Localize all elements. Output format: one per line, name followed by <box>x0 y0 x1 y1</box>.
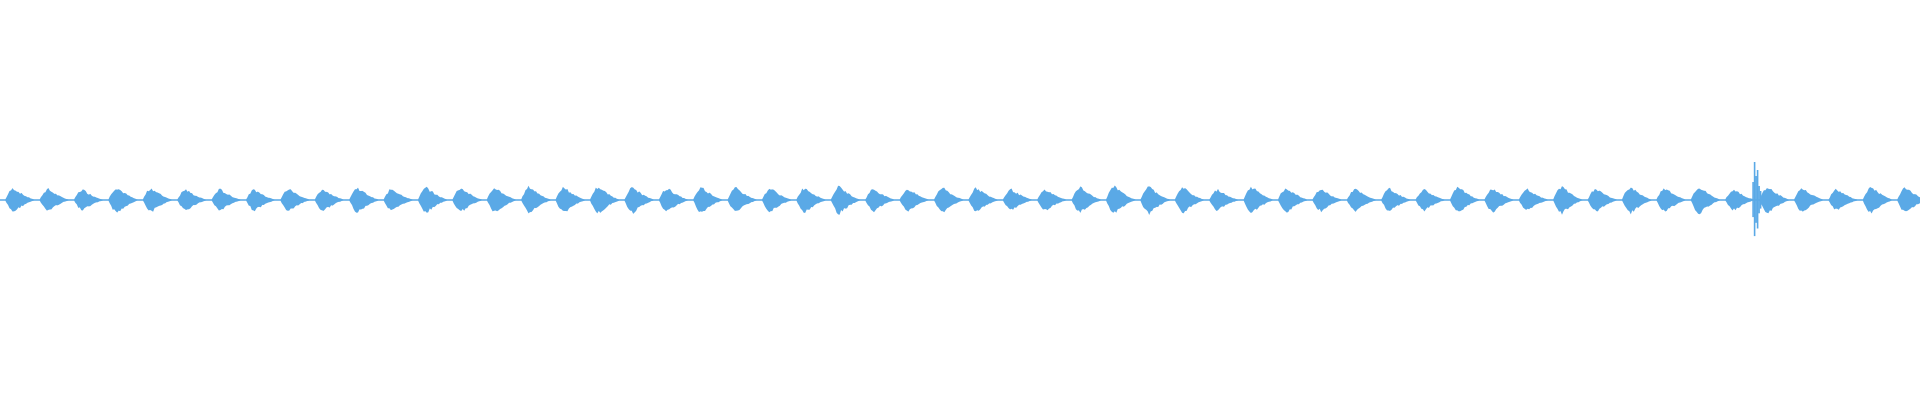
waveform-pulse <box>108 189 142 213</box>
waveform-pulse <box>1518 188 1552 210</box>
waveform-pulse <box>211 188 245 211</box>
waveform-pulse <box>39 188 73 211</box>
waveform-pulse <box>693 187 726 212</box>
waveform-pulse <box>968 187 1002 212</box>
waveform-pulse <box>1553 186 1586 215</box>
waveform-pulse <box>73 189 107 211</box>
waveform-pulse <box>1793 188 1827 212</box>
waveform-pulse <box>177 189 210 210</box>
waveform-pulse <box>658 188 692 212</box>
waveform-pulse <box>349 187 382 213</box>
waveform-pulse <box>1381 187 1414 211</box>
waveform-pulse <box>761 188 795 213</box>
waveform-pulse <box>1828 188 1862 210</box>
waveform-pulse <box>383 189 417 211</box>
waveform-pulse <box>589 187 623 214</box>
waveform-pulse <box>1071 186 1105 213</box>
waveform-transient-spike <box>1752 162 1762 237</box>
waveform-pulse <box>245 189 279 212</box>
waveform-pulse <box>1621 187 1655 215</box>
waveform-pulse <box>727 187 761 211</box>
waveform-pulse <box>1174 187 1208 214</box>
waveform-pulse <box>1346 188 1380 212</box>
waveform-pulse <box>486 188 520 212</box>
waveform-pulse <box>1484 189 1518 213</box>
waveform-pulse <box>1449 186 1483 212</box>
waveform-pulse <box>1209 188 1242 211</box>
waveform-pulse <box>1587 189 1621 212</box>
waveform-pulse <box>1105 185 1139 213</box>
waveform-pulse <box>280 189 314 211</box>
waveform-pulse <box>1415 189 1449 212</box>
waveform-pulse <box>1862 187 1896 214</box>
waveform-pulse <box>1759 188 1793 214</box>
waveform-pulse <box>521 185 554 214</box>
waveform-pulse <box>796 188 830 213</box>
waveform-pulse <box>830 185 864 215</box>
waveform-pulse <box>865 189 898 213</box>
waveform-pulse <box>417 186 451 213</box>
waveform-pulse <box>899 189 933 212</box>
waveform-pulse <box>5 188 38 212</box>
waveform-pulse <box>142 188 176 212</box>
waveform-pulse <box>555 186 589 212</box>
waveform-pulse <box>1277 188 1311 213</box>
waveform-pulse <box>933 187 967 213</box>
waveform-pulse <box>1725 189 1758 211</box>
waveform-pulse <box>1243 186 1277 213</box>
waveform-pulse <box>1037 189 1070 211</box>
waveform-pulse <box>452 188 486 211</box>
waveform-pulse <box>1897 187 1920 212</box>
waveform-pulse <box>1690 188 1724 215</box>
waveform-pulse <box>1312 189 1346 213</box>
waveform-pulse <box>1656 188 1690 212</box>
waveform-pulse <box>624 187 658 214</box>
waveform-pulse <box>1140 186 1174 215</box>
waveform-pulses <box>5 185 1920 215</box>
waveform-pulse <box>314 189 348 211</box>
waveform-pulse <box>1002 188 1036 210</box>
